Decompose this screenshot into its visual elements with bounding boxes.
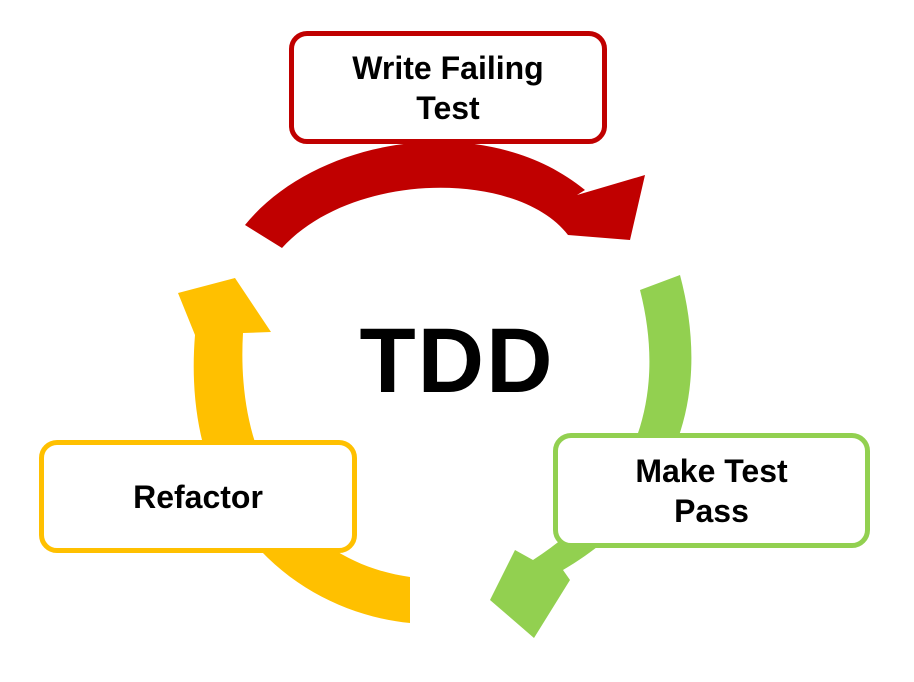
make-test-pass-label: Make Test Pass: [635, 452, 788, 529]
refactor-label: Refactor: [133, 478, 263, 515]
write-failing-test-label: Write Failing Test: [352, 49, 544, 126]
refactor-box: Refactor: [39, 440, 357, 553]
yellow-cycle-arrow: [178, 278, 410, 623]
red-cycle-arrow: [245, 141, 645, 248]
write-failing-test-box: Write Failing Test: [289, 31, 607, 144]
make-test-pass-box: Make Test Pass: [553, 433, 870, 548]
center-title: TDD: [359, 309, 555, 412]
